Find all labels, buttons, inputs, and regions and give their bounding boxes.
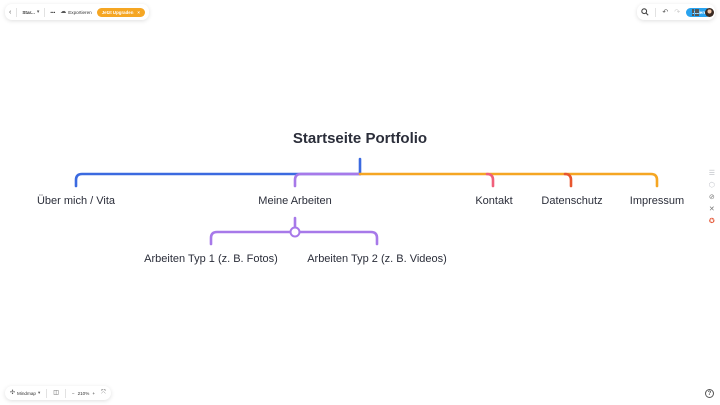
- divider: [46, 388, 48, 398]
- task-check-icon[interactable]: ⊘: [708, 194, 715, 201]
- more-button[interactable]: •••: [50, 9, 56, 15]
- bottom-toolbar: ✣ Mindmap ▾ ◫ − 210% + ⤧: [5, 386, 111, 400]
- redo-icon[interactable]: ↷: [674, 8, 681, 16]
- search-icon[interactable]: [641, 8, 649, 16]
- mode-label: Mindmap: [17, 390, 36, 396]
- document-title-text: Star...: [22, 9, 35, 15]
- avatar[interactable]: [705, 7, 714, 17]
- chevron-left-icon[interactable]: ‹: [9, 8, 12, 16]
- star-icon[interactable]: ✪: [708, 218, 715, 225]
- branch-node-impressum[interactable]: Impressum: [629, 195, 685, 207]
- branch-connector-datenschutz: [563, 172, 573, 188]
- right-toolbar: ☰ ⬡ ⊘ ✕ ✪: [709, 170, 715, 225]
- divider: [655, 7, 657, 17]
- mindmap-icon: ✣: [10, 390, 16, 396]
- zoom-control: − 210% +: [72, 391, 95, 396]
- layout-icon[interactable]: ⬡: [708, 182, 715, 189]
- divider: [16, 7, 18, 17]
- branch-connector-impressum: [358, 172, 659, 188]
- sub-connector-1: [209, 230, 292, 246]
- zoom-in-button[interactable]: +: [92, 390, 95, 396]
- collapse-node-handle: [289, 226, 301, 238]
- fit-screen-icon[interactable]: ⤧: [101, 390, 106, 396]
- sub-node-fotos[interactable]: Arbeiten Typ 1 (z. B. Fotos): [144, 253, 278, 265]
- cloud-upload-icon: ☁: [60, 9, 67, 15]
- root-node[interactable]: Startseite Portfolio: [292, 130, 428, 147]
- mode-selector[interactable]: ✣ Mindmap ▾: [10, 390, 40, 396]
- branch-connector-vita: [74, 172, 362, 188]
- divider: [44, 7, 46, 17]
- top-left-toolbar: ‹ Star... ▾ ••• ☁ Exportieren Jetzt Upgr…: [5, 4, 149, 20]
- branch-node-kontakt[interactable]: Kontakt: [475, 195, 513, 207]
- export-button[interactable]: ☁ Exportieren: [60, 9, 92, 15]
- branch-connector-arbeiten: [293, 172, 362, 188]
- sub-node-videos[interactable]: Arbeiten Typ 2 (z. B. Videos): [307, 253, 447, 265]
- apps-grid-icon[interactable]: [692, 9, 699, 16]
- zoom-out-button[interactable]: −: [71, 390, 75, 396]
- outline-icon[interactable]: ☰: [708, 170, 715, 177]
- zoom-level[interactable]: 210%: [77, 390, 90, 396]
- collapse-icon[interactable]: ✕: [708, 206, 715, 213]
- upgrade-label: Jetzt Upgraden: [101, 9, 134, 15]
- upgrade-button[interactable]: Jetzt Upgraden ×: [96, 7, 145, 17]
- close-icon[interactable]: ×: [137, 9, 140, 15]
- branch-node-vita[interactable]: Über mich / Vita: [36, 195, 116, 207]
- branch-connector-kontakt: [485, 172, 495, 188]
- branch-node-arbeiten[interactable]: Meine Arbeiten: [258, 195, 332, 207]
- sub-connector-2: [298, 230, 379, 246]
- divider: [64, 388, 66, 398]
- chevron-down-icon: ▾: [37, 389, 41, 395]
- chevron-down-icon: ▾: [36, 8, 40, 15]
- document-title[interactable]: Star... ▾: [22, 8, 40, 15]
- help-button[interactable]: ?: [705, 389, 714, 398]
- presentation-icon[interactable]: ◫: [53, 390, 59, 396]
- branch-node-datenschutz[interactable]: Datenschutz: [541, 195, 603, 207]
- undo-icon[interactable]: ↶: [662, 8, 669, 16]
- export-label: Exportieren: [68, 9, 92, 15]
